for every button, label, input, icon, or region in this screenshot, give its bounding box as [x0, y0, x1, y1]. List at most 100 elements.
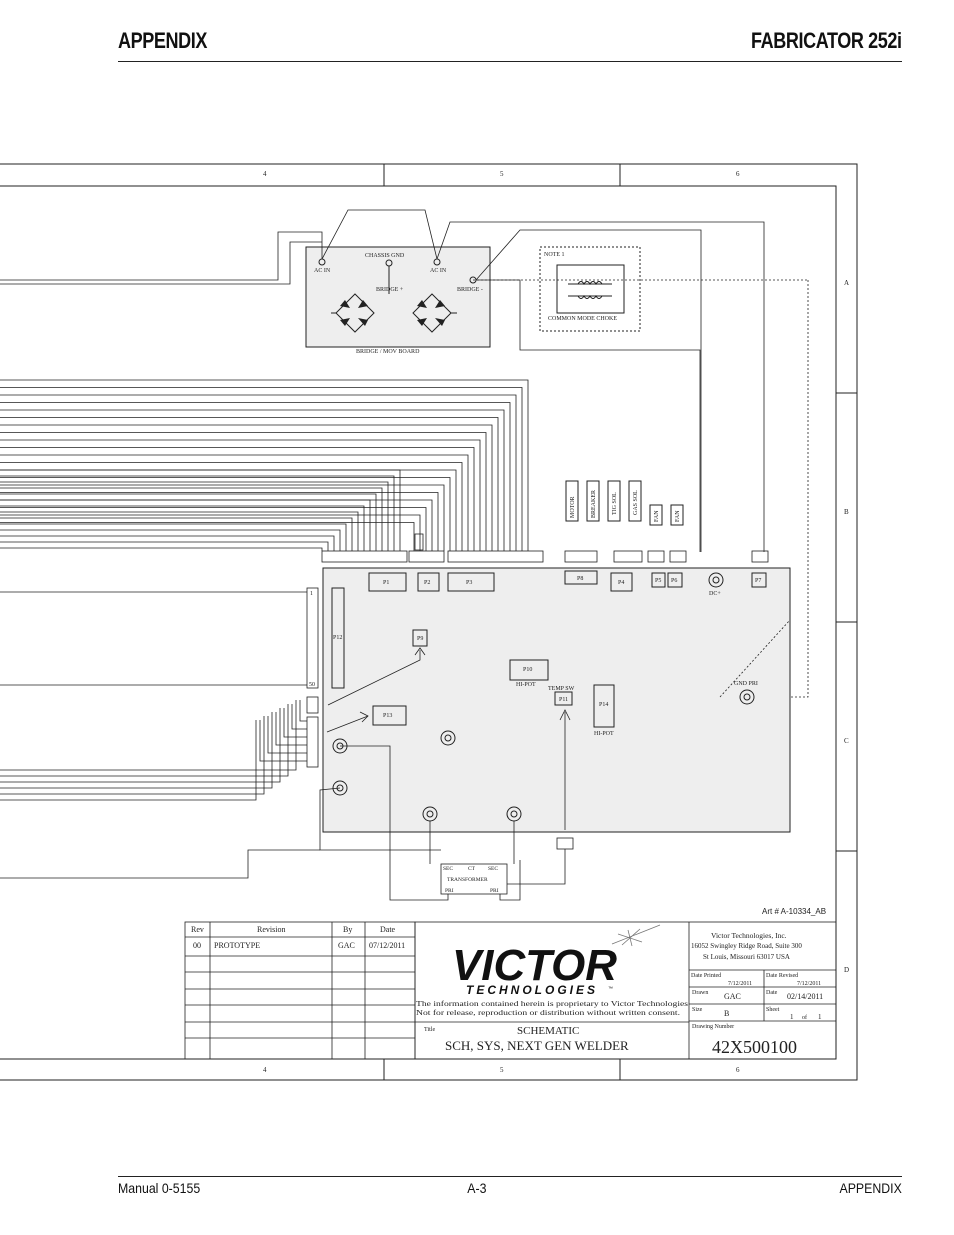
- breaker-label: BREAKER: [591, 490, 597, 518]
- svg-text:TECHNOLOGIES: TECHNOLOGIES: [466, 983, 598, 997]
- footer-rule: [118, 1176, 902, 1177]
- zone-row-c: C: [844, 737, 849, 745]
- drawing-number-label: Drawing Number: [692, 1024, 734, 1030]
- harness-wire: [275, 712, 307, 746]
- title-block: [414, 921, 837, 1060]
- sheet-of: of: [802, 1014, 807, 1021]
- harness-wire: [0, 541, 329, 551]
- note-label: NOTE 1: [544, 252, 565, 258]
- harness-wire: [0, 424, 493, 551]
- ac-in-label-1: AC IN: [314, 268, 331, 274]
- sec-label-2: SEC: [488, 866, 498, 872]
- harness-wire: [259, 720, 307, 762]
- proprietary-line-2: Not for release, reproduction or distrib…: [416, 1008, 680, 1017]
- temp-sw-label: TEMP SW: [548, 686, 575, 692]
- harness-wire: [0, 439, 481, 551]
- hi-pot-label-2: HI-POT: [594, 731, 614, 737]
- hi-pot-label-1: HI-POT: [516, 682, 536, 688]
- zone-col-4-bottom: 4: [263, 1066, 267, 1074]
- harness-wire: [0, 462, 463, 551]
- p5-label: P5: [655, 578, 661, 584]
- footer-page-number: A-3: [467, 1180, 487, 1196]
- zone-col-6-top: 6: [736, 170, 740, 178]
- harness-wire: [0, 432, 487, 551]
- p9-label: P9: [417, 636, 423, 642]
- harness-wire: [0, 454, 469, 551]
- proprietary-line-1: The information contained herein is prop…: [416, 999, 688, 1008]
- p2-label: P2: [424, 580, 430, 586]
- footer-section: APPENDIX: [839, 1180, 902, 1196]
- title-line-2: SCH, SYS, NEXT GEN WELDER: [445, 1038, 629, 1053]
- harness-wire: [0, 712, 273, 789]
- chassis-gnd-label: CHASSIS GND: [365, 253, 405, 259]
- p13-label: P13: [383, 713, 392, 719]
- choke-label: COMMON MODE CHOKE: [548, 316, 617, 322]
- harness-wire: [0, 517, 353, 551]
- harness-wire: [0, 409, 505, 551]
- by-cell: GAC: [338, 941, 355, 950]
- harness-wire: [0, 417, 499, 551]
- sheet-label: Sheet: [766, 1007, 780, 1013]
- ct-label: CT: [468, 866, 476, 872]
- date-revised-label: Date Revised: [766, 973, 798, 979]
- transformer-label: TRANSFORMER: [447, 877, 488, 883]
- company-address-1: 16052 Swingley Ridge Road, Suite 300: [691, 942, 802, 950]
- ac-in-label-2: AC IN: [430, 268, 447, 274]
- harness-wire: [267, 716, 307, 754]
- bridge-minus-label: BRIDGE -: [457, 287, 483, 293]
- harness-wire: [0, 523, 347, 551]
- harness-wire: [0, 492, 439, 551]
- harness-wire: [0, 475, 395, 551]
- date-printed-value: 7/12/2011: [728, 981, 752, 987]
- svg-text:VICTOR: VICTOR: [452, 941, 617, 990]
- p4-label: P4: [618, 580, 624, 586]
- pri-label-1: PRI: [445, 888, 454, 894]
- harness-wire: [0, 535, 335, 551]
- tig-sol-label: TIG SOL: [612, 492, 618, 515]
- harness-wire: [0, 394, 517, 551]
- harness-wire: [0, 379, 529, 551]
- harness-wire: [0, 469, 401, 551]
- sheet-total: 1: [818, 1013, 822, 1021]
- p10-label: P10: [523, 667, 532, 673]
- harness-wire: [299, 700, 307, 722]
- title-label: Title: [424, 1027, 435, 1033]
- p3-label: P3: [466, 580, 472, 586]
- harness-wire: [0, 514, 421, 551]
- harness-wire: [0, 402, 511, 551]
- p11-label: P11: [559, 697, 568, 703]
- title-line-1: SCHEMATIC: [517, 1025, 579, 1037]
- p14-label: P14: [599, 702, 608, 708]
- harness-wire: [0, 704, 289, 777]
- svg-text:™: ™: [608, 986, 613, 992]
- harness-wire: [0, 720, 257, 801]
- board-arrows: [326, 619, 791, 830]
- drawing-number: 42X500100: [712, 1037, 797, 1057]
- revision-table: [184, 921, 416, 1060]
- header-section-title: APPENDIX: [118, 28, 207, 53]
- fan-label-1: FAN: [654, 510, 660, 522]
- revision-cell: PROTOTYPE: [214, 941, 260, 950]
- footer-manual-number: Manual 0-5155: [118, 1180, 201, 1196]
- main-control-board: [322, 567, 791, 833]
- rev-header: Rev: [191, 925, 204, 934]
- bridge-board-label: BRIDGE / MOV BOARD: [356, 349, 420, 355]
- motor-label: MOTOR: [570, 496, 576, 518]
- p6-label: P6: [671, 578, 677, 584]
- date-value: 02/14/2011: [787, 992, 823, 1001]
- pri-label-2: PRI: [490, 888, 499, 894]
- bridge-plus-label: BRIDGE +: [376, 287, 404, 293]
- date-revised-value: 7/12/2011: [797, 981, 821, 987]
- harness-wire: [0, 849, 320, 879]
- gnd-pri-label: GND PRI: [734, 681, 758, 687]
- date-header: Date: [380, 925, 396, 934]
- date-printed-label: Date Printed: [691, 973, 721, 979]
- harness-wire: [0, 547, 323, 551]
- gas-sol-label: GAS SOL: [633, 490, 639, 515]
- harness-wire: [0, 700, 297, 771]
- zone-row-a: A: [844, 279, 849, 287]
- size-value: B: [724, 1009, 729, 1018]
- harness-wire: [0, 477, 451, 551]
- p12-label: P12: [333, 635, 342, 641]
